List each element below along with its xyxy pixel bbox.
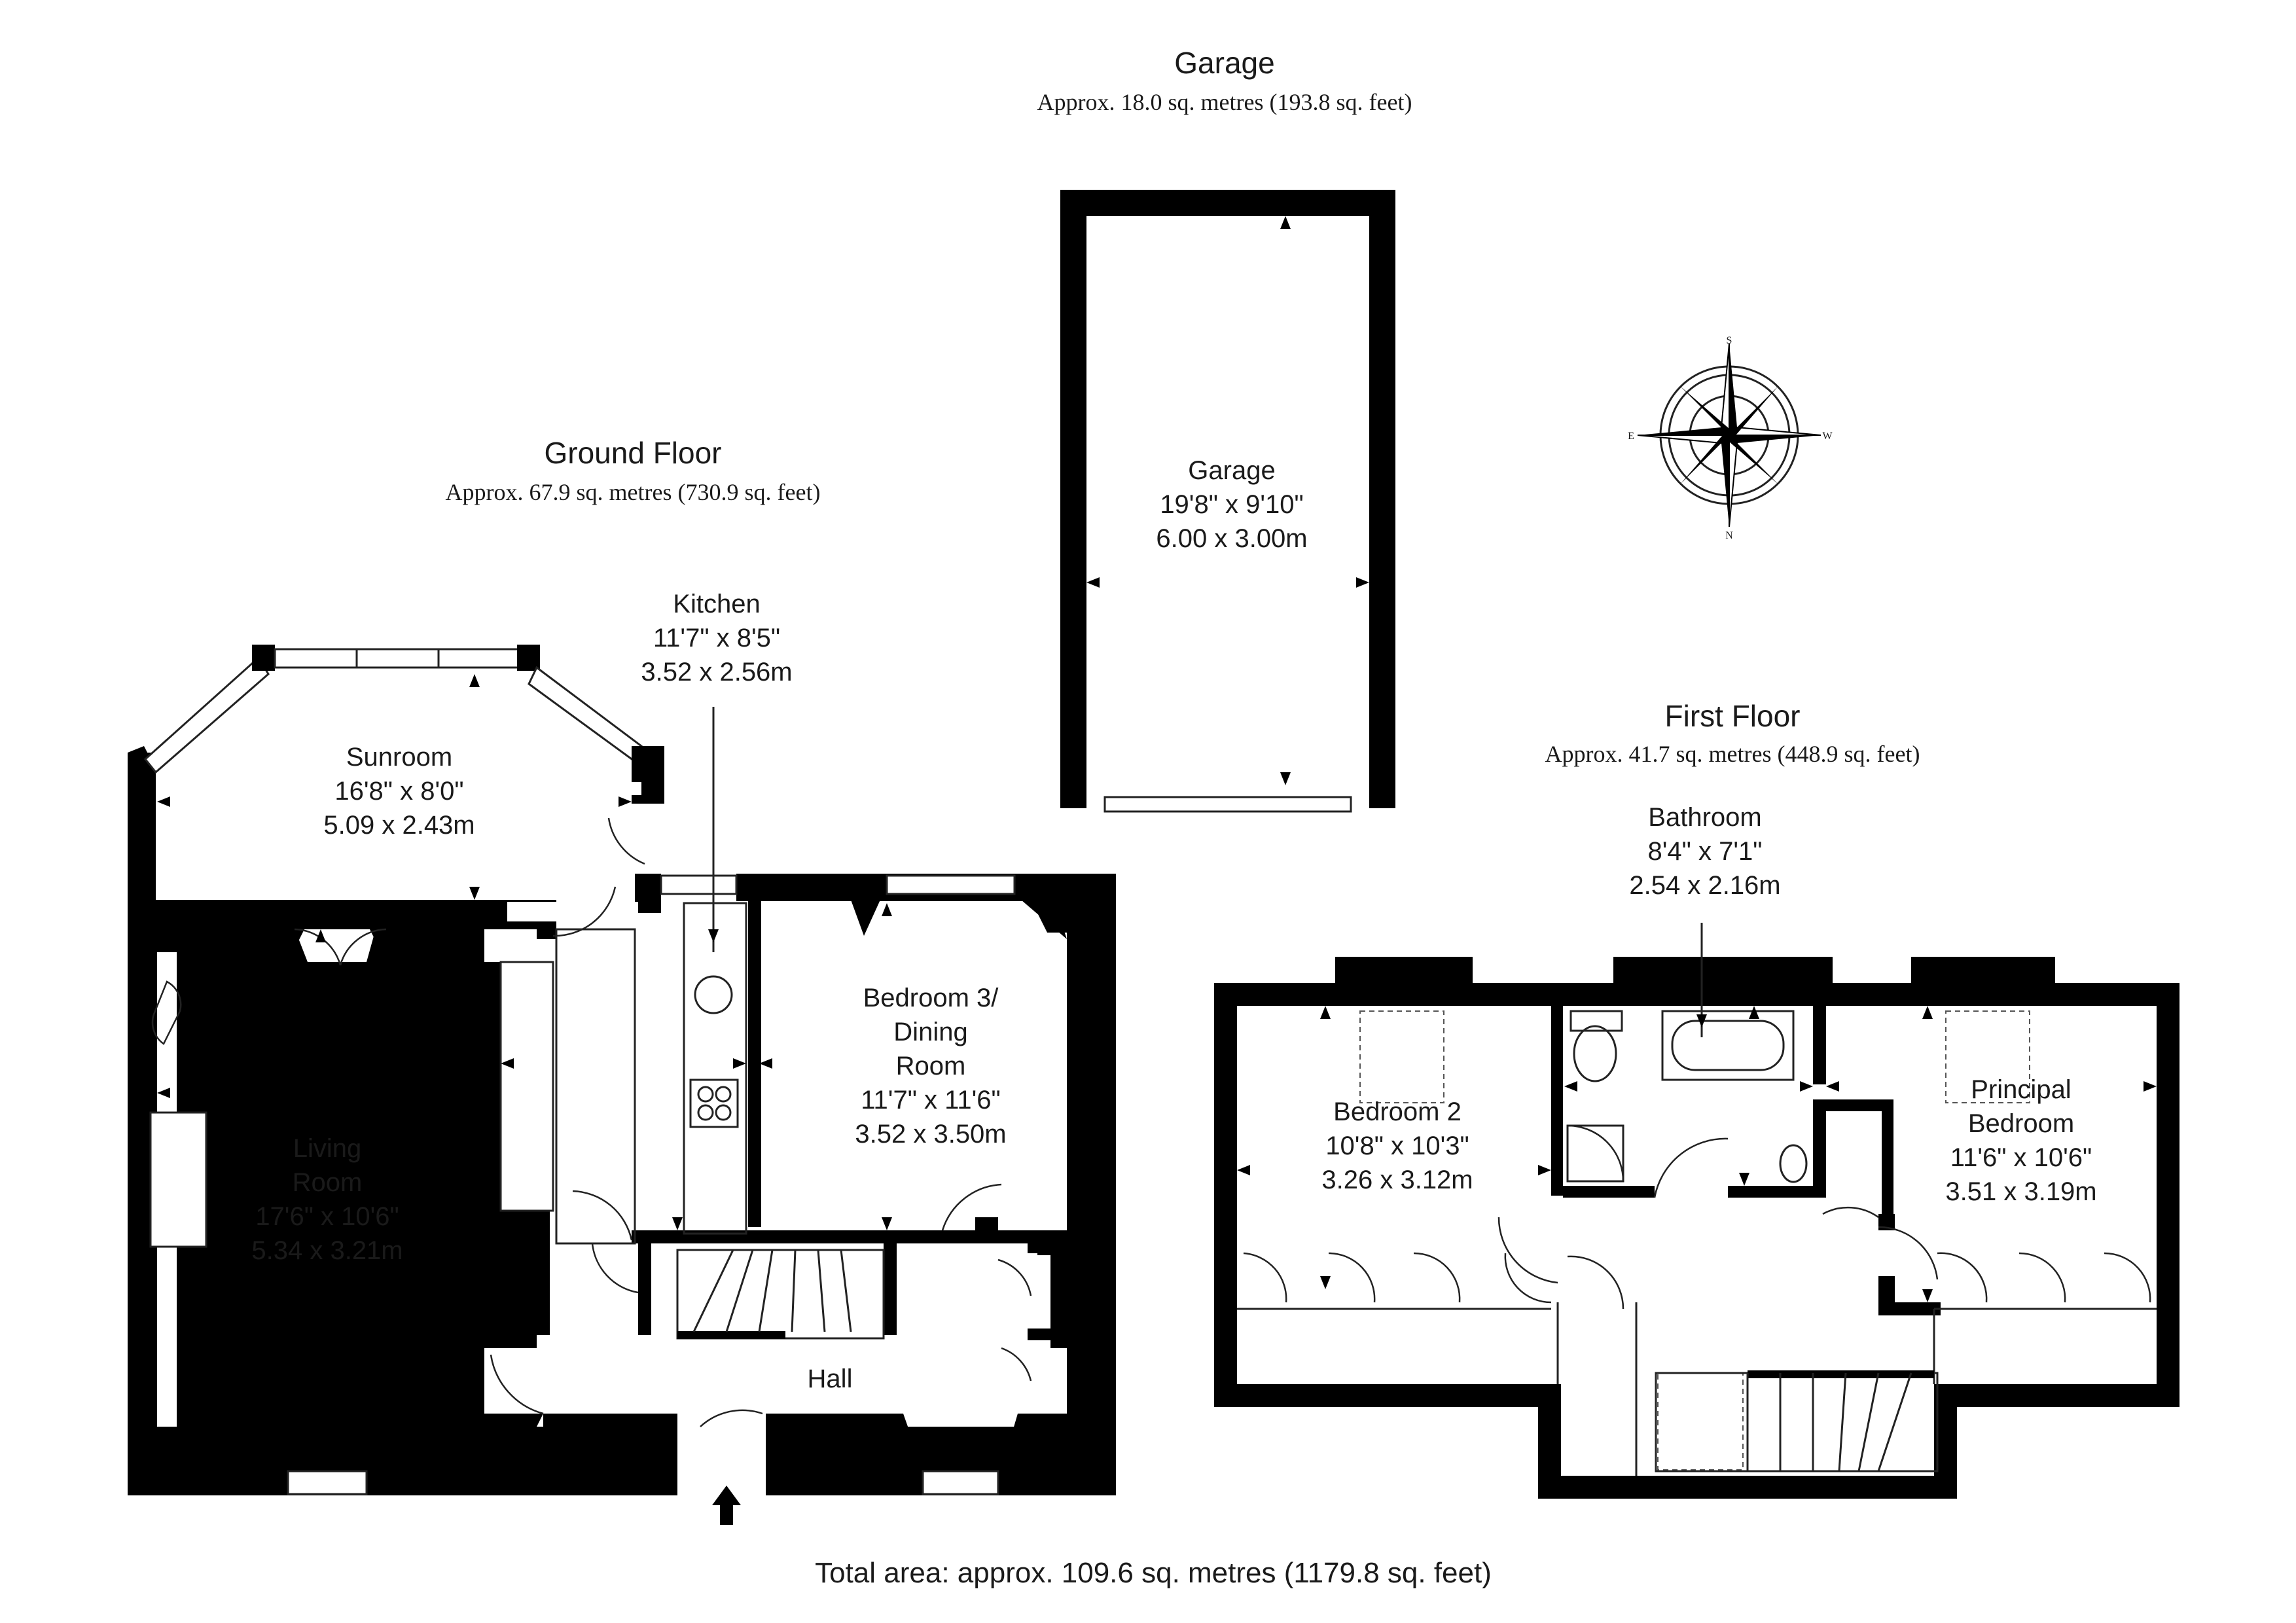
bathroom-imperial: 8'4" x 7'1" <box>1648 837 1763 866</box>
living-label-1: Living <box>293 1134 362 1163</box>
living-metric: 5.34 x 3.21m <box>251 1236 403 1265</box>
sunroom-metric: 5.09 x 2.43m <box>323 811 475 840</box>
garage-metric: 6.00 x 3.00m <box>1156 524 1307 553</box>
compass-w: W <box>1822 431 1833 442</box>
ground-floor-area: Approx. 67.9 sq. metres (730.9 sq. feet) <box>446 479 821 505</box>
compass-s: S <box>1727 335 1732 346</box>
kitchen-metric: 3.52 x 2.56m <box>641 658 792 687</box>
bedroom3-label-2: Dining <box>893 1018 967 1046</box>
bathroom-label: Bathroom <box>1648 803 1761 832</box>
hall-label: Hall <box>808 1364 853 1393</box>
first-floor-heading: First Floor Approx. 41.7 sq. metres (448… <box>1545 699 1920 767</box>
bedroom3-label-3: Room <box>896 1052 966 1080</box>
total-area: Total area: approx. 109.6 sq. metres (11… <box>815 1557 1492 1589</box>
ground-floor-plan: Kitchen 11'7" x 8'5" 3.52 x 2.56m Sunroo… <box>128 590 1116 1525</box>
garage-door-opening <box>1103 796 1352 813</box>
principal-label-2: Bedroom <box>1968 1109 2074 1138</box>
first-floor-plan: Bathroom 8'4" x 7'1" 2.54 x 2.16m Bedroo… <box>1214 803 2179 1499</box>
principal-metric: 3.51 x 3.19m <box>1945 1177 2096 1206</box>
bedroom2-label: Bedroom 2 <box>1333 1097 1462 1126</box>
first-floor-area: Approx. 41.7 sq. metres (448.9 sq. feet) <box>1545 741 1920 767</box>
garage-label: Garage <box>1188 456 1275 485</box>
kitchen-imperial: 11'7" x 8'5" <box>653 624 780 652</box>
bedroom2-metric: 3.26 x 3.12m <box>1321 1166 1473 1194</box>
ground-floor-title: Ground Floor <box>544 436 721 470</box>
living-imperial: 17'6" x 10'6" <box>255 1202 399 1231</box>
living-label-2: Room <box>293 1168 363 1197</box>
garage-area: Approx. 18.0 sq. metres (193.8 sq. feet) <box>1037 89 1412 115</box>
principal-imperial: 11'6" x 10'6" <box>1950 1143 2092 1172</box>
sunroom-label: Sunroom <box>346 743 452 772</box>
bedroom3-metric: 3.52 x 3.50m <box>855 1120 1006 1149</box>
compass-e: E <box>1628 431 1634 442</box>
sunroom-imperial: 16'8" x 8'0" <box>334 777 463 806</box>
compass-n: N <box>1725 530 1733 541</box>
principal-label-1: Principal <box>1971 1075 2071 1104</box>
compass-rose-icon: S N E W <box>1628 335 1833 541</box>
bedroom3-imperial: 11'7" x 11'6" <box>861 1086 1000 1115</box>
bathroom-metric: 2.54 x 2.16m <box>1629 871 1780 900</box>
garage-imperial: 19'8" x 9'10" <box>1160 490 1303 519</box>
garage-heading: Garage Approx. 18.0 sq. metres (193.8 sq… <box>1037 46 1412 115</box>
bedroom2-imperial: 10'8" x 10'3" <box>1325 1132 1469 1160</box>
kitchen-label: Kitchen <box>673 590 760 618</box>
garage-plan: Garage 19'8" x 9'10" 6.00 x 3.00m <box>1060 190 1395 813</box>
first-floor-title: First Floor <box>1665 699 1801 733</box>
bedroom3-label-1: Bedroom 3/ <box>863 984 999 1012</box>
garage-title: Garage <box>1174 46 1274 80</box>
ground-floor-heading: Ground Floor Approx. 67.9 sq. metres (73… <box>446 436 821 505</box>
entrance-arrow-icon <box>712 1486 741 1525</box>
